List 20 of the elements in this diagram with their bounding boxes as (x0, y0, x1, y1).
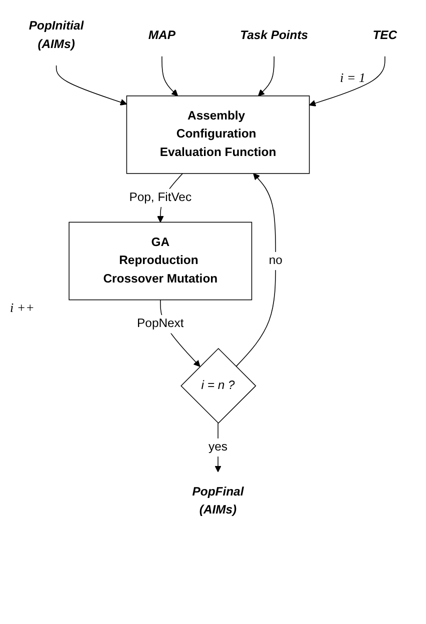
note-label: i ++ (10, 300, 34, 316)
arrow (214, 422, 222, 472)
arrow (236, 173, 276, 367)
node-text: PopFinal (AIMs) (192, 486, 244, 517)
node-box: Assembly Configuration Evaluation Function (126, 96, 310, 174)
edge-label: PopNext (137, 317, 184, 330)
node-text: MAP (148, 28, 176, 42)
node-box: GA Reproduction Crossover Mutation (68, 222, 252, 300)
edge-label: no (268, 254, 282, 268)
arrow (162, 56, 178, 96)
node-diamond: i = n ? (180, 348, 256, 424)
arrow (258, 56, 274, 96)
arrow (309, 56, 386, 106)
edge-label: yes (208, 440, 228, 454)
note-label: i = 1 (340, 70, 366, 86)
edge-label: Pop, FitVec (129, 191, 192, 204)
node-text: TEC (372, 28, 398, 42)
node-text: Task Points (240, 28, 308, 42)
node-text: PopInitial (AIMs) (28, 20, 84, 51)
arrow (56, 65, 127, 106)
